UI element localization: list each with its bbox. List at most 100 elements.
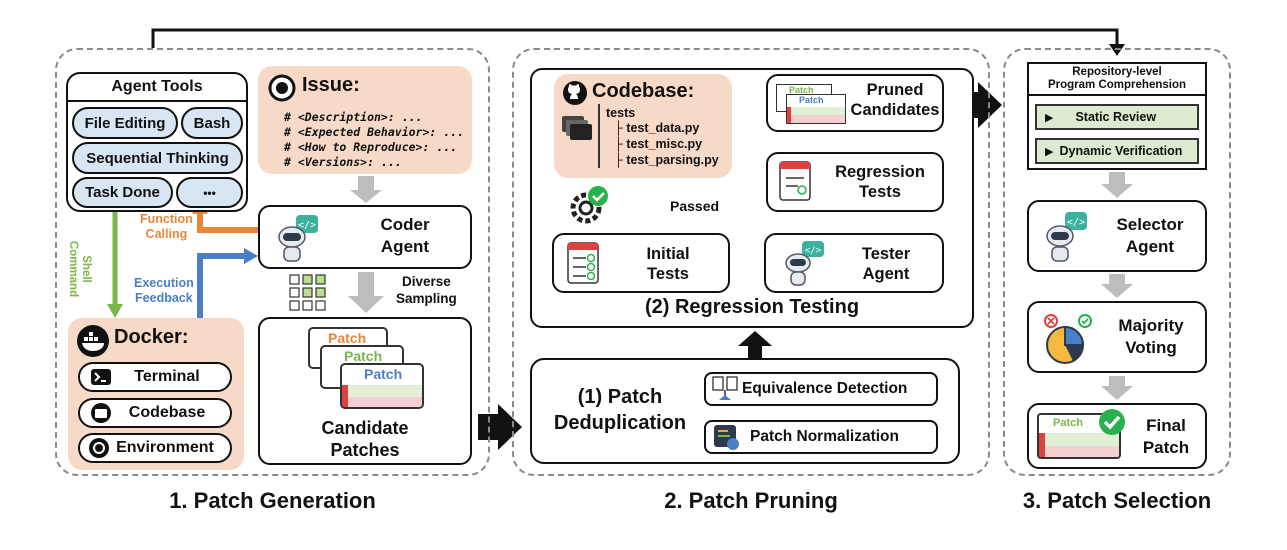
pruned-patch-front-label: Patch [799, 95, 824, 105]
function-calling-arrow [197, 212, 258, 233]
coder-agent-line-2: Agent [380, 237, 430, 256]
issue-box: Issue: # <Description>: ... # <Expected … [258, 66, 472, 174]
selector-robot-icon: </> [1046, 212, 1087, 262]
diverse-sampling-label: Diverse Sampling [396, 273, 457, 307]
coder-agent-title: Coder Agent [340, 214, 470, 258]
selector-agent-box: </> Selector Agent [1027, 200, 1207, 272]
comprehension-title: Repository-level Program Comprehension [1029, 64, 1205, 96]
grid-icon [289, 274, 326, 311]
docker-terminal: Terminal [78, 362, 232, 392]
selector-agent-line-1: Selector [1116, 215, 1184, 234]
issue-line-expected: # <Expected Behavior>: ... [284, 125, 465, 139]
function-calling-label: Function Calling [140, 212, 193, 242]
majority-voting-line-2: Voting [1125, 338, 1177, 357]
pruned-candidates-title: Pruned Candidates [848, 80, 942, 120]
top-connector-line [151, 28, 1119, 48]
final-diff-add [1045, 433, 1119, 446]
passed-label: Passed [670, 198, 720, 214]
tree-line [598, 104, 600, 168]
patch-pruning-panel [512, 48, 990, 476]
regression-tests-title: Regression Tests [818, 162, 942, 202]
coder-agent-line-1: Coder [380, 215, 430, 234]
tool-sequential-thinking: Sequential Thinking [72, 142, 243, 174]
static-review-label: Static Review [1075, 110, 1157, 124]
final-patch-title: Final Patch [1127, 415, 1205, 459]
diverse-sampling-line-2: Sampling [396, 291, 457, 306]
execution-feedback-line-2: Feedback [135, 291, 193, 305]
function-calling-line-1: Function [140, 212, 193, 226]
patch-card-2-label: Patch [344, 348, 383, 364]
candidate-patches-line-2: Patches [330, 440, 400, 460]
agent-tools-box: Agent Tools File Editing Bash Sequential… [66, 72, 248, 212]
tester-agent-line-1: Tester [861, 245, 911, 263]
docker-box: Docker: Terminal Codebase Environment [68, 318, 244, 470]
final-diff-remove [1045, 446, 1119, 457]
svg-text:</>: </> [298, 220, 316, 231]
candidate-patches-box: Patch Patch Patch Candidate Patches [258, 317, 472, 465]
shell-command-line-1: Shell [80, 255, 92, 283]
docker-icon [77, 325, 109, 357]
issue-line-reproduce: # <How to Reproduce>: ... [284, 140, 458, 154]
shell-command-line-2: Command [67, 240, 79, 298]
pie-chart-icon [1044, 314, 1092, 364]
issue-title: Issue: [302, 74, 360, 96]
voting-to-final-arrow [1101, 386, 1133, 400]
coder-agent-box: </> Coder Agent [258, 205, 472, 269]
pruned-diff-add [791, 107, 845, 115]
initial-checklist-icon [567, 242, 599, 284]
final-patch-line-1: Final [1146, 416, 1186, 435]
stage-1-caption: 1. Patch Generation [169, 488, 376, 513]
check-badge-icon [1099, 409, 1125, 435]
codebase-file-2-name: test_misc.py [626, 137, 703, 151]
selector-to-voting-arrow [1101, 284, 1133, 298]
diverse-sampling-line-1: Diverse [401, 274, 451, 289]
comprehension-to-selector-arrow [1101, 184, 1133, 198]
patch-normalization-box: Patch Normalization [704, 420, 938, 454]
tester-robot-icon: </> [785, 241, 824, 286]
final-diff-marker [1039, 433, 1045, 457]
regression-tests-line-1: Regression [835, 163, 925, 181]
tool-bash: Bash [181, 107, 243, 139]
pruned-candidates-line-2: Candidates [850, 101, 940, 119]
svg-text:</>: </> [1067, 217, 1085, 228]
folder-icon [91, 403, 111, 423]
github-icon [563, 81, 587, 105]
equivalence-detection-label: Equivalence Detection [742, 380, 908, 397]
target-icon [268, 74, 296, 102]
deduplication-line-2: Deduplication [553, 412, 687, 434]
dynamic-verification-button: ▶ Dynamic Verification [1035, 138, 1199, 164]
docker-codebase: Codebase [78, 398, 232, 428]
comprehension-box: Repository-level Program Comprehension ▶… [1027, 62, 1207, 170]
issue-line-description: # <Description>: ... [284, 110, 423, 124]
pruned-diff-remove [791, 115, 845, 123]
coder-to-patches-arrow [348, 296, 384, 313]
play-icon-2: ▶ [1045, 145, 1054, 158]
final-patch-line-2: Patch [1142, 438, 1190, 457]
compare-icon [712, 376, 738, 400]
pruned-diff-marker [787, 107, 791, 123]
pruned-candidates-box: Patch Patch Pruned Candidates [766, 74, 944, 132]
patch-normalization-label: Patch Normalization [750, 428, 899, 445]
equivalence-detection-box: Equivalence Detection [704, 372, 938, 406]
execution-feedback-line-1: Execution [134, 276, 194, 290]
final-patch-box: Patch Final Patch [1027, 403, 1207, 469]
pruned-patch-back-label: Patch [789, 85, 814, 95]
patch-generation-panel [55, 48, 490, 476]
environment-icon [89, 438, 109, 458]
pruning-to-selection-arrow [978, 82, 1002, 128]
regression-testing-title: (2) Regression Testing [644, 296, 860, 318]
regression-tests-box: Regression Tests [766, 152, 944, 212]
stage-2-caption: 2. Patch Pruning [664, 488, 838, 513]
initial-tests-line-1: Initial [646, 245, 690, 263]
patch-diff-marker [342, 385, 348, 407]
stage-3-caption: 3. Patch Selection [1022, 488, 1212, 513]
issue-to-coder-arrow [350, 190, 382, 203]
issue-line-versions: # <Versions>: ... [284, 155, 402, 169]
gear-check-icon [570, 186, 608, 224]
patch-card-3: Patch [340, 363, 424, 409]
codebase-folder: tests [606, 106, 636, 120]
tool-more: ••• [176, 177, 243, 208]
tester-agent-line-2: Agent [862, 265, 910, 283]
docker-environment: Environment [78, 433, 232, 463]
terminal-icon [91, 369, 111, 385]
